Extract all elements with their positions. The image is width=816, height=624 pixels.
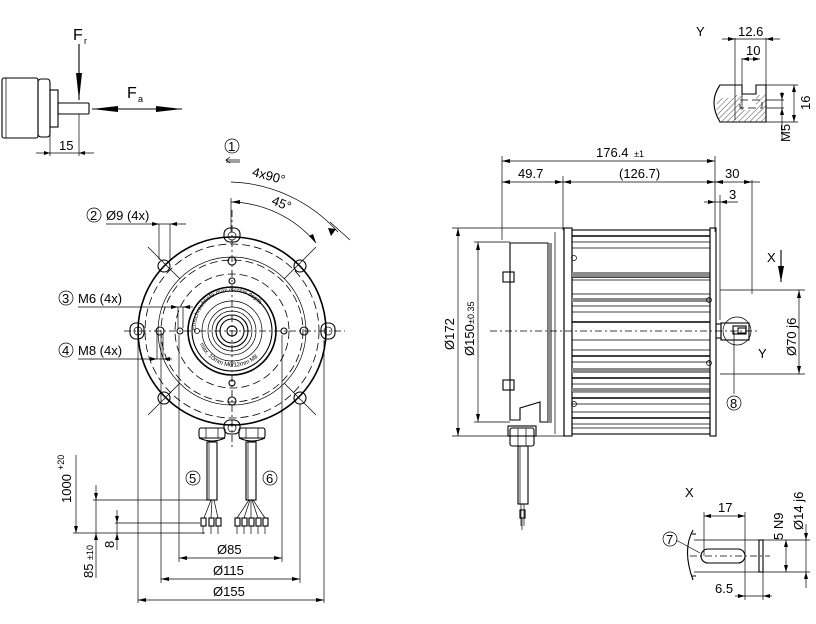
thread-m8-label: M8 (4x) (78, 343, 122, 358)
callout-7: 7 (666, 532, 673, 547)
detail-y-10: 10 (746, 43, 760, 58)
view-x-label: X (767, 250, 776, 265)
cable-6-wires (234, 499, 269, 534)
body-length-126-7: (126.7) (619, 166, 660, 181)
force-sketch: F r F a 15 (1, 27, 182, 156)
angle-45: 45° (270, 193, 294, 214)
dia-150: Ø150 (462, 324, 477, 356)
thread-m6-label: M6 (4x) (78, 291, 122, 306)
detail-y-m5: M5 (778, 124, 793, 142)
shaft-dia-70: Ø70 j6 (784, 318, 799, 356)
strip-length-85: 85 (81, 564, 96, 578)
cable-6 (245, 441, 257, 501)
front-view: 1 4x90° 45° (56, 138, 351, 603)
detail-y-label: Y (696, 24, 705, 39)
detail-y-16: 16 (798, 96, 813, 110)
callout-7-circle (662, 531, 678, 547)
callout-2: 2 (90, 208, 97, 223)
detail-x-6-5: 6.5 (715, 581, 733, 596)
detail-x-17: 17 (718, 500, 732, 515)
axial-force-label: F (127, 85, 137, 102)
cable-5 (206, 441, 218, 501)
cable-length-tol: +20 (56, 455, 66, 470)
motor-body-sketch (1, 77, 39, 139)
callout-4-circle (58, 342, 74, 358)
callout-8-circle (726, 395, 742, 411)
callout-6-circle (262, 470, 278, 486)
axial-force-sub: a (138, 94, 143, 104)
dia-155: Ø155 (213, 584, 245, 599)
radial-force-sub: r (84, 36, 87, 46)
side-shaft (720, 322, 750, 341)
rotation-arrow-icon (224, 156, 240, 164)
detail-y: Y 12.6 10 16 M5 (696, 24, 813, 142)
dia-115: Ø115 (213, 563, 244, 578)
angle-4x90: 4x90° (251, 164, 287, 187)
strip-length-tol: ±10 (85, 545, 95, 560)
shaft-length-15: 15 (59, 138, 73, 153)
side-cable (517, 445, 529, 505)
cooling-fin-band (572, 388, 710, 392)
callout-3: 3 (62, 291, 69, 306)
detail-x-shaft-dia: Ø14 j6 (791, 492, 806, 530)
callout-1: 1 (228, 139, 235, 154)
callout-2-circle (86, 207, 102, 223)
side-view: 176.4 ±1 49.7 (126.7) 30 3 Ø172 Ø150 ±0.… (442, 145, 805, 530)
dia-150-tol: ±0.35 (466, 302, 476, 324)
callout-6: 6 (266, 471, 273, 486)
motor-finned-body (571, 229, 711, 435)
overall-length-tol: ±1 (634, 149, 644, 159)
motor-flange-sketch (37, 78, 51, 138)
callout-5: 5 (189, 471, 196, 486)
cooling-fin-band (572, 298, 710, 302)
flange-thk-3: 3 (729, 187, 736, 202)
detail-x: X 17 6.5 5 N9 Ø14 j6 7 (662, 485, 810, 600)
callout-3-circle (58, 290, 74, 306)
detail-x-label: X (685, 485, 694, 500)
hole-dia-9-label: Ø9 (4x) (106, 208, 149, 223)
view-y-label: Y (758, 346, 767, 361)
callout-8: 8 (730, 396, 737, 411)
cooling-fin-band (572, 368, 710, 373)
cable-5-wires (200, 499, 222, 534)
front-length-49-7: 49.7 (518, 166, 543, 181)
cooling-fin-band (572, 272, 710, 277)
callout-4: 4 (62, 343, 69, 358)
callout-5-circle (185, 470, 201, 486)
detail-x-key-width: 5 N9 (771, 513, 786, 540)
radial-force-label: F (73, 27, 83, 44)
shaft-sketch (57, 102, 90, 115)
hub-ring (187, 286, 277, 376)
cable-length-1000: 1000 (59, 474, 74, 503)
shaft-length-30: 30 (725, 166, 739, 181)
detail-y-12-6: 12.6 (738, 24, 763, 39)
dia-172: Ø172 (442, 318, 457, 350)
ferrule-length-8: 8 (102, 541, 117, 548)
callout-1-circle (224, 138, 240, 154)
dia-85: Ø85 (217, 542, 242, 557)
overall-length-176-4: 176.4 (596, 145, 629, 160)
